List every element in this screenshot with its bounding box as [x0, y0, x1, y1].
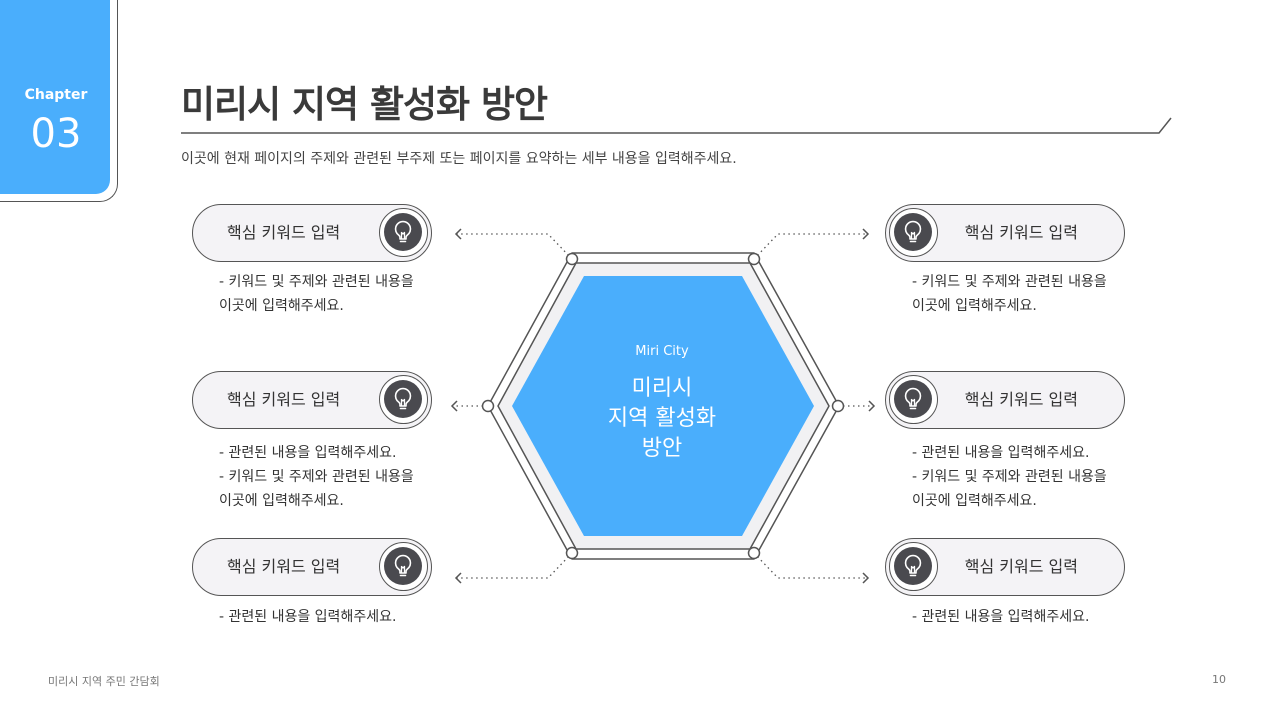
- description-line: - 관련된 내용을 입력해주세요.: [219, 609, 397, 625]
- vertex-dot: [481, 399, 495, 413]
- keyword-pill-right-3: 핵심 키워드 입력: [885, 538, 1125, 596]
- icon-badge: [379, 375, 428, 424]
- connector-top-right: [753, 233, 868, 260]
- icon-badge: [379, 208, 428, 257]
- description-line: - 키워드 및 주제와 관련된 내용을: [219, 274, 414, 290]
- keyword-description-right-2: - 관련된 내용을 입력해주세요. - 키워드 및 주제와 관련된 내용을 이곳…: [912, 441, 1107, 513]
- arrow-top-right: [862, 228, 870, 240]
- keyword-label: 핵심 키워드 입력: [227, 223, 341, 242]
- hexagon-core: [512, 276, 814, 536]
- keyword-description-left-1: - 키워드 및 주제와 관련된 내용을 이곳에 입력해주세요.: [219, 270, 414, 318]
- description-line: - 키워드 및 주제와 관련된 내용을: [912, 469, 1107, 485]
- connector-bottom-left: [456, 552, 573, 579]
- icon-badge: [889, 208, 938, 257]
- page-title: 미리시 지역 활성화 방안: [181, 83, 548, 126]
- center-title: 미리시 지역 활성화 방안: [562, 374, 762, 464]
- description-line: - 관련된 내용을 입력해주세요.: [912, 609, 1090, 625]
- description-line: 이곳에 입력해주세요.: [219, 298, 344, 314]
- lightbulb-icon: [904, 387, 922, 410]
- description-line: 이곳에 입력해주세요.: [912, 493, 1037, 509]
- description-line: - 관련된 내용을 입력해주세요.: [219, 445, 397, 461]
- icon-badge: [889, 542, 938, 591]
- description-line: - 관련된 내용을 입력해주세요.: [912, 445, 1090, 461]
- chapter-number: 03: [30, 111, 82, 157]
- page-subtitle: 이곳에 현재 페이지의 주제와 관련된 부주제 또는 페이지를 요약하는 세부 …: [181, 151, 737, 167]
- arrow-mid-right: [868, 400, 876, 412]
- footer-title: 미리시 지역 주민 간담회: [48, 675, 160, 688]
- connector-top-left: [456, 233, 573, 260]
- keyword-pill-left-2: 핵심 키워드 입력: [192, 371, 432, 429]
- title-underline: [181, 117, 1172, 134]
- connector-bottom-right: [753, 552, 868, 579]
- center-subtitle: Miri City: [635, 344, 689, 359]
- vertex-dot: [565, 252, 579, 266]
- description-line: - 키워드 및 주제와 관련된 내용을: [912, 274, 1107, 290]
- chapter-label: Chapter: [24, 87, 88, 103]
- center-title-line: 방안: [641, 436, 683, 461]
- keyword-description-right-1: - 키워드 및 주제와 관련된 내용을 이곳에 입력해주세요.: [912, 270, 1107, 318]
- description-line: 이곳에 입력해주세요.: [219, 493, 344, 509]
- keyword-label: 핵심 키워드 입력: [227, 557, 341, 576]
- page-number: 10: [1212, 673, 1226, 686]
- lightbulb-icon: [394, 387, 412, 410]
- lightbulb-icon: [394, 554, 412, 577]
- arrow-mid-left: [450, 400, 458, 412]
- keyword-description-left-2: - 관련된 내용을 입력해주세요. - 키워드 및 주제와 관련된 내용을 이곳…: [219, 441, 414, 513]
- keyword-description-right-3: - 관련된 내용을 입력해주세요.: [912, 605, 1089, 629]
- description-line: - 키워드 및 주제와 관련된 내용을: [219, 469, 414, 485]
- keyword-pill-right-1: 핵심 키워드 입력: [885, 204, 1125, 262]
- arrow-bottom-left: [454, 572, 462, 584]
- keyword-description-left-3: - 관련된 내용을 입력해주세요.: [219, 605, 396, 629]
- keyword-pill-right-2: 핵심 키워드 입력: [885, 371, 1125, 429]
- chapter-tab-outline: [0, 0, 118, 202]
- icon-badge: [889, 375, 938, 424]
- center-title-line: 지역 활성화: [607, 406, 717, 431]
- center-title-line: 미리시: [631, 376, 693, 401]
- keyword-pill-left-3: 핵심 키워드 입력: [192, 538, 432, 596]
- lightbulb-icon: [904, 220, 922, 243]
- chapter-tab: [0, 0, 110, 194]
- vertex-dot: [747, 252, 761, 266]
- keyword-label: 핵심 키워드 입력: [227, 390, 341, 409]
- vertex-dot: [831, 399, 845, 413]
- keyword-label: 핵심 키워드 입력: [964, 390, 1078, 409]
- arrow-top-left: [454, 228, 462, 240]
- keyword-label: 핵심 키워드 입력: [964, 557, 1078, 576]
- vertex-dot: [565, 546, 579, 560]
- description-line: 이곳에 입력해주세요.: [912, 298, 1037, 314]
- lightbulb-icon: [394, 220, 412, 243]
- arrow-bottom-right: [862, 572, 870, 584]
- lightbulb-icon: [904, 554, 922, 577]
- keyword-label: 핵심 키워드 입력: [964, 223, 1078, 242]
- keyword-pill-left-1: 핵심 키워드 입력: [192, 204, 432, 262]
- vertex-dot: [747, 546, 761, 560]
- icon-badge: [379, 542, 428, 591]
